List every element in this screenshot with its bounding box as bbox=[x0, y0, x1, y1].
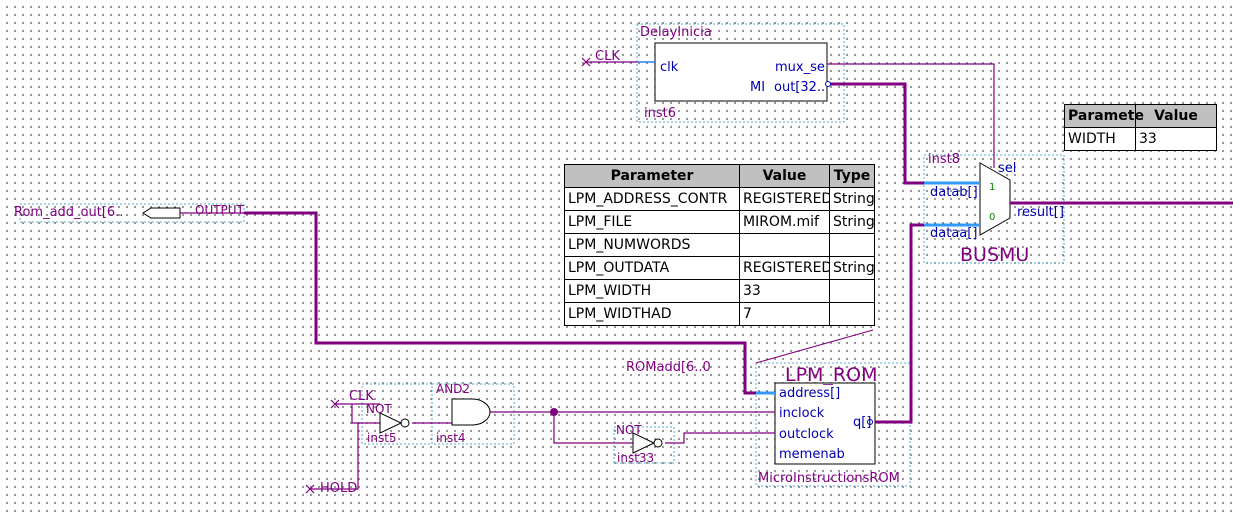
delay-port-out: out[32..0 bbox=[774, 81, 826, 94]
and-boundary bbox=[431, 383, 515, 445]
delay-label-mi: MI bbox=[750, 80, 766, 95]
param-type: String bbox=[829, 187, 875, 211]
wire-mux-sel bbox=[827, 63, 995, 168]
rom-port-address: address[] bbox=[779, 386, 841, 401]
table-row: LPM_NUMWORDS bbox=[564, 233, 875, 257]
wire-not2-outclock bbox=[665, 432, 775, 444]
rom-output-pin-label: Rom_add_out[6.. bbox=[14, 205, 124, 220]
busmux-input-0: 0 bbox=[989, 212, 996, 223]
busmux-port-datab: datab[] bbox=[930, 185, 978, 200]
param-name: LPM_NUMWORDS bbox=[564, 233, 740, 257]
param-name: LPM_ADDRESS_CONTR bbox=[564, 187, 740, 211]
busmux-param-header-value: Value bbox=[1135, 104, 1217, 128]
gates-clk-pin-label: CLK bbox=[349, 389, 374, 404]
rom-port-inclock: inclock bbox=[779, 406, 825, 421]
param-name: LPM_WIDTHAD bbox=[564, 302, 740, 326]
table-row: LPM_ADDRESS_CONTR REGISTERED String bbox=[564, 187, 875, 211]
delay-port-mux-sel: mux_se bbox=[775, 61, 825, 74]
and-type: AND2 bbox=[436, 382, 471, 396]
param-type bbox=[829, 233, 875, 257]
param-name: LPM_OUTDATA bbox=[564, 256, 740, 280]
table-row: LPM_OUTDATA REGISTERED String bbox=[564, 256, 875, 280]
rom-output-pin-type: OUTPUT bbox=[195, 203, 244, 217]
param-value: REGISTERED bbox=[739, 187, 830, 211]
param-value: MIROM.mif bbox=[739, 210, 830, 234]
param-type bbox=[829, 302, 875, 326]
rom-param-header-parameter: Parameter bbox=[564, 164, 740, 188]
rom-block[interactable] bbox=[774, 382, 876, 465]
delay-instance: inst6 bbox=[644, 106, 676, 121]
not-gate-2[interactable] bbox=[632, 432, 656, 454]
delay-port-clk: clk bbox=[660, 60, 679, 75]
not2-type: NOT bbox=[616, 423, 642, 437]
delay-boundary bbox=[636, 23, 845, 123]
rom-param-header-type: Type bbox=[829, 164, 875, 188]
rom-bus-label: ROMadd[6..0 bbox=[626, 360, 711, 375]
delay-block[interactable] bbox=[654, 42, 828, 102]
param-value: REGISTERED bbox=[739, 256, 830, 280]
busmux-port-result: result[] bbox=[1017, 205, 1064, 220]
not2-boundary bbox=[613, 426, 675, 464]
busmux-name: BUSMU bbox=[960, 246, 1030, 265]
busmux-param-width-value: 33 bbox=[1135, 127, 1217, 151]
not1-instance: inst5 bbox=[367, 431, 397, 445]
wire-junction bbox=[550, 408, 558, 416]
table-row: LPM_WIDTHAD 7 bbox=[564, 302, 875, 326]
output-pin-symbol[interactable] bbox=[142, 207, 181, 219]
busmux-param-table: Paramete Value WIDTH 33 bbox=[1064, 104, 1217, 151]
rom-boundary bbox=[755, 362, 911, 487]
rom-instance: MicroInstructionsROM bbox=[758, 472, 900, 485]
busmux-input-1: 1 bbox=[989, 182, 996, 193]
param-type bbox=[829, 279, 875, 303]
rom-param-header-value: Value bbox=[739, 164, 830, 188]
hold-pin-label: HOLD bbox=[320, 482, 358, 495]
table-row: LPM_FILE MIROM.mif String bbox=[564, 210, 875, 234]
and-gate[interactable] bbox=[451, 398, 491, 426]
param-name: LPM_FILE bbox=[564, 210, 740, 234]
busmux-port-sel: sel bbox=[998, 161, 1017, 176]
delay-block-title: DelayInicia bbox=[640, 25, 712, 40]
busmux-instance: inst8 bbox=[928, 152, 960, 167]
rom-port-q: q[] bbox=[853, 415, 872, 430]
rom-title: LPM_ROM bbox=[785, 366, 878, 385]
wire-and-branch bbox=[553, 412, 633, 444]
busmux-param-width-name: WIDTH bbox=[1064, 127, 1136, 151]
rom-port-memenab: memenab bbox=[779, 448, 845, 461]
not1-type: NOT bbox=[366, 402, 392, 416]
busmux-symbol[interactable] bbox=[979, 162, 1011, 236]
param-value: 33 bbox=[739, 279, 830, 303]
rom-port-outclock: outclock bbox=[779, 427, 834, 442]
and-instance: inst4 bbox=[436, 431, 466, 445]
wire-hold bbox=[310, 423, 359, 490]
rom-param-table: Parameter Value Type LPM_ADDRESS_CONTR R… bbox=[564, 164, 875, 326]
not2-instance: inst33 bbox=[617, 451, 655, 465]
busmux-param-header-name: Paramete bbox=[1064, 104, 1144, 128]
bus-romadd bbox=[244, 211, 775, 395]
param-value bbox=[739, 233, 830, 257]
table-row: LPM_WIDTH 33 bbox=[564, 279, 875, 303]
delay-clk-pin-label: CLK bbox=[595, 49, 620, 64]
param-type: String bbox=[829, 210, 875, 234]
wire-clk-branch bbox=[351, 404, 380, 424]
param-value: 7 bbox=[739, 302, 830, 326]
busmux-port-dataa: dataa[] bbox=[930, 226, 978, 241]
not-gate-1[interactable] bbox=[379, 412, 403, 434]
param-type: String bbox=[829, 256, 875, 280]
param-link-line bbox=[755, 329, 874, 364]
param-name: LPM_WIDTH bbox=[564, 279, 740, 303]
